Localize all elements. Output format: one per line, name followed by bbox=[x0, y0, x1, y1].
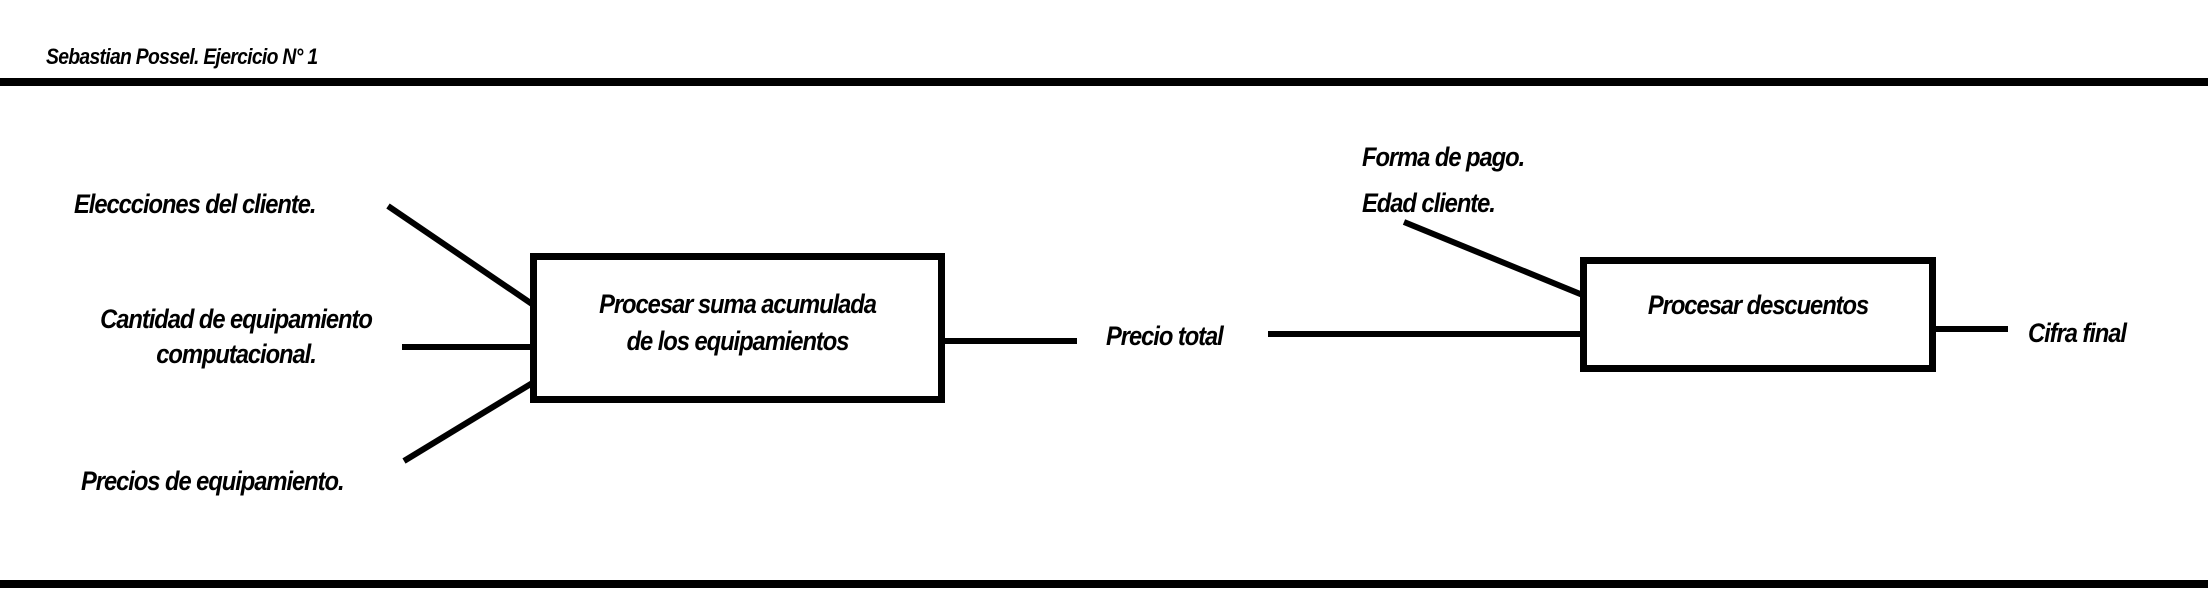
choices-connector bbox=[386, 203, 534, 307]
bottom-rule bbox=[0, 580, 2208, 588]
discount-input-client-age: Edad cliente. bbox=[1362, 188, 1496, 218]
total-price-label: Precio total bbox=[1106, 321, 1224, 351]
process-sum-box bbox=[530, 253, 945, 403]
input-label-quantity-line2: computacional. bbox=[156, 339, 317, 369]
process-sum-label-line2: de los equipamientos bbox=[626, 326, 850, 356]
process-discounts-label: Procesar descuentos bbox=[1647, 290, 1869, 320]
input-label-choices: Eleccciones del cliente. bbox=[74, 189, 316, 219]
process-discounts-box bbox=[1580, 257, 1936, 372]
top-rule bbox=[0, 78, 2208, 86]
prices-connector bbox=[402, 379, 536, 464]
header-title: Sebastian Possel. Ejercicio N° 1 bbox=[46, 44, 318, 69]
discount-input-payment-method: Forma de pago. bbox=[1362, 142, 1525, 172]
final-figure-label: Cifra final bbox=[2028, 318, 2127, 348]
process-sum-label-line1: Procesar suma acumulada bbox=[599, 289, 877, 319]
client-age-connector bbox=[1402, 219, 1592, 301]
input-label-quantity-line1: Cantidad de equipamiento bbox=[100, 304, 373, 334]
input-label-prices: Precios de equipamiento. bbox=[81, 466, 345, 496]
